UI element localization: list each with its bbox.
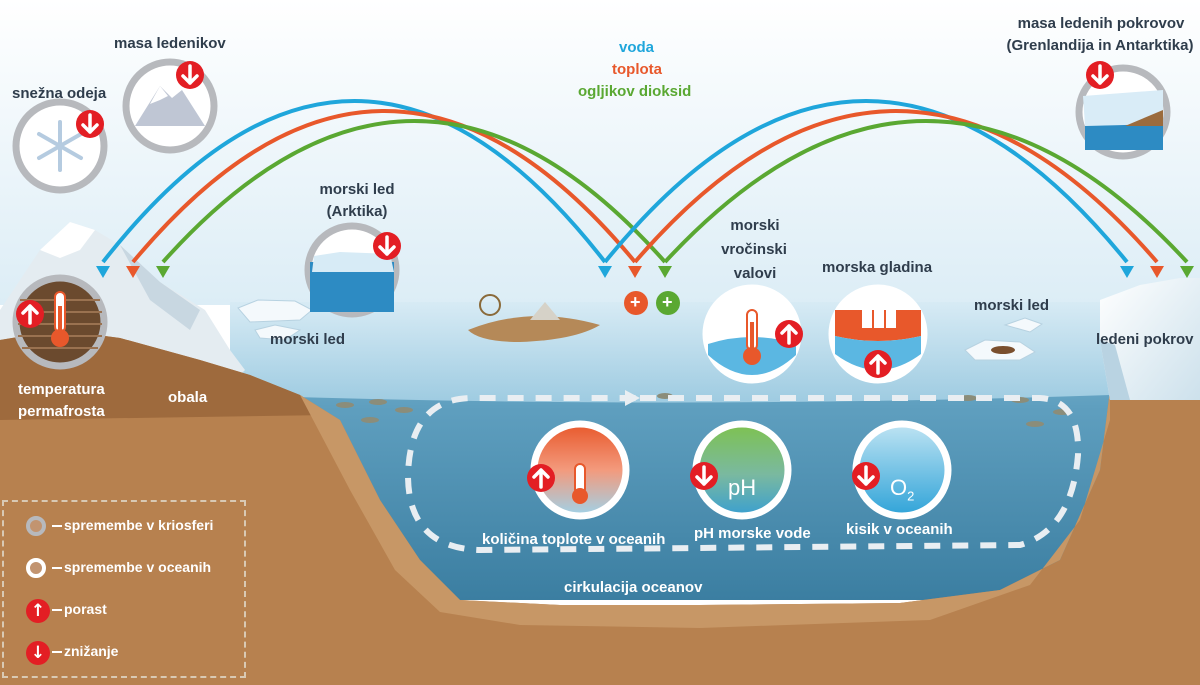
coast-label: obala — [168, 389, 208, 406]
white-ring-icon — [26, 558, 46, 578]
ocean-circulation-label: cirkulacija oceanov — [564, 579, 703, 596]
mountain-icon — [135, 86, 205, 126]
exchange-arcs — [101, 99, 1189, 264]
ocean-circulation-loop — [404, 395, 1082, 554]
arc-label-heat: toplota — [612, 61, 662, 78]
sea-level-up-indicator — [864, 350, 892, 378]
glacier-mass-label: masa ledenikov — [114, 35, 226, 52]
co2-plus-badge — [656, 291, 680, 315]
arctic-sea-ice-down-indicator — [373, 232, 401, 260]
ocean-heat-up-indicator — [527, 464, 555, 492]
ocean-ph-label: pH morske vode — [694, 525, 811, 542]
snow-cover-down-indicator — [76, 110, 104, 138]
seabed-and-land — [0, 330, 1200, 685]
legend-item-cryosphere: spremembe v kriosferi — [26, 514, 246, 544]
marine-heatwave-label-3: valovi — [733, 265, 777, 282]
ocean-oxygen-label: kisik v oceanih — [846, 521, 953, 538]
legend-label-cryosphere: spremembe v kriosferi — [64, 517, 214, 533]
snowflake-icon — [37, 120, 83, 172]
thermometer-icon — [572, 463, 588, 504]
island — [468, 316, 600, 342]
permafrost-up-indicator — [16, 300, 44, 328]
right-ice-sheet — [1100, 278, 1200, 400]
legend-label-ocean: spremembe v oceanih — [64, 559, 212, 575]
sea-ice-right-label: morski led — [974, 297, 1050, 314]
co2-plus-sign: + — [662, 292, 673, 312]
grey-ring-icon — [26, 516, 46, 536]
ice-sheet-mass-label-1: masa ledenih pokrovov — [1017, 15, 1185, 32]
glacier-mass-down-indicator — [176, 61, 204, 89]
up-arrow-icon: ↑ — [26, 599, 50, 623]
thermometer-icon — [51, 291, 69, 347]
sea-ice-left-label: morski led — [270, 331, 346, 348]
buildings-icon — [862, 292, 896, 328]
legend-item-increase: ↑ porast — [26, 598, 246, 628]
o2-symbol: O2 — [890, 475, 915, 504]
permafrost-label-1: temperatura — [18, 381, 105, 398]
marine-heatwave-circle — [702, 284, 802, 384]
ice-sheet-mass-circle — [1075, 64, 1171, 160]
sea-level-label: morska gladina — [822, 259, 933, 276]
down-arrow-icon: ↓ — [26, 641, 50, 665]
arc-arrowheads — [96, 266, 1194, 278]
arc-label-water: voda — [619, 39, 655, 56]
arctic-sea-ice-label-2: (Arktika) — [326, 203, 388, 220]
snow-cover-label: snežna odeja — [12, 85, 107, 102]
marine-heatwave-label-1: morski — [730, 217, 780, 234]
oxygen-down-indicator — [852, 462, 880, 490]
ocean-heat-content-label: količina toplote v oceanih — [482, 531, 666, 548]
ph-down-indicator — [690, 462, 718, 490]
permafrost-label-2: permafrosta — [18, 403, 105, 420]
arctic-sea-ice-label-1: morski led — [319, 181, 395, 198]
ice-sheet-label: ledeni pokrov — [1096, 331, 1194, 348]
sea-level-circle — [828, 284, 928, 384]
legend-item-ocean: spremembe v oceanih — [26, 556, 246, 586]
heat-plus-sign: + — [630, 292, 641, 312]
ice-sheet-mass-label-2: (Grenlandija in Antarktika) — [1006, 37, 1194, 54]
legend-label-increase: porast — [64, 601, 107, 617]
thermometer-icon — [743, 309, 761, 365]
heat-plus-badge — [624, 291, 648, 315]
ph-symbol: pH — [728, 475, 757, 500]
heatwave-up-indicator — [775, 320, 803, 348]
legend-label-decrease: znižanje — [64, 643, 119, 659]
legend-item-decrease: ↓ znižanje — [26, 640, 246, 670]
ice-sheet-down-indicator — [1086, 61, 1114, 89]
legend: spremembe v kriosferi spremembe v oceani… — [2, 500, 246, 678]
arc-label-co2: ogljikov dioksid — [578, 83, 692, 100]
marine-heatwave-label-2: vročinski — [721, 241, 787, 258]
